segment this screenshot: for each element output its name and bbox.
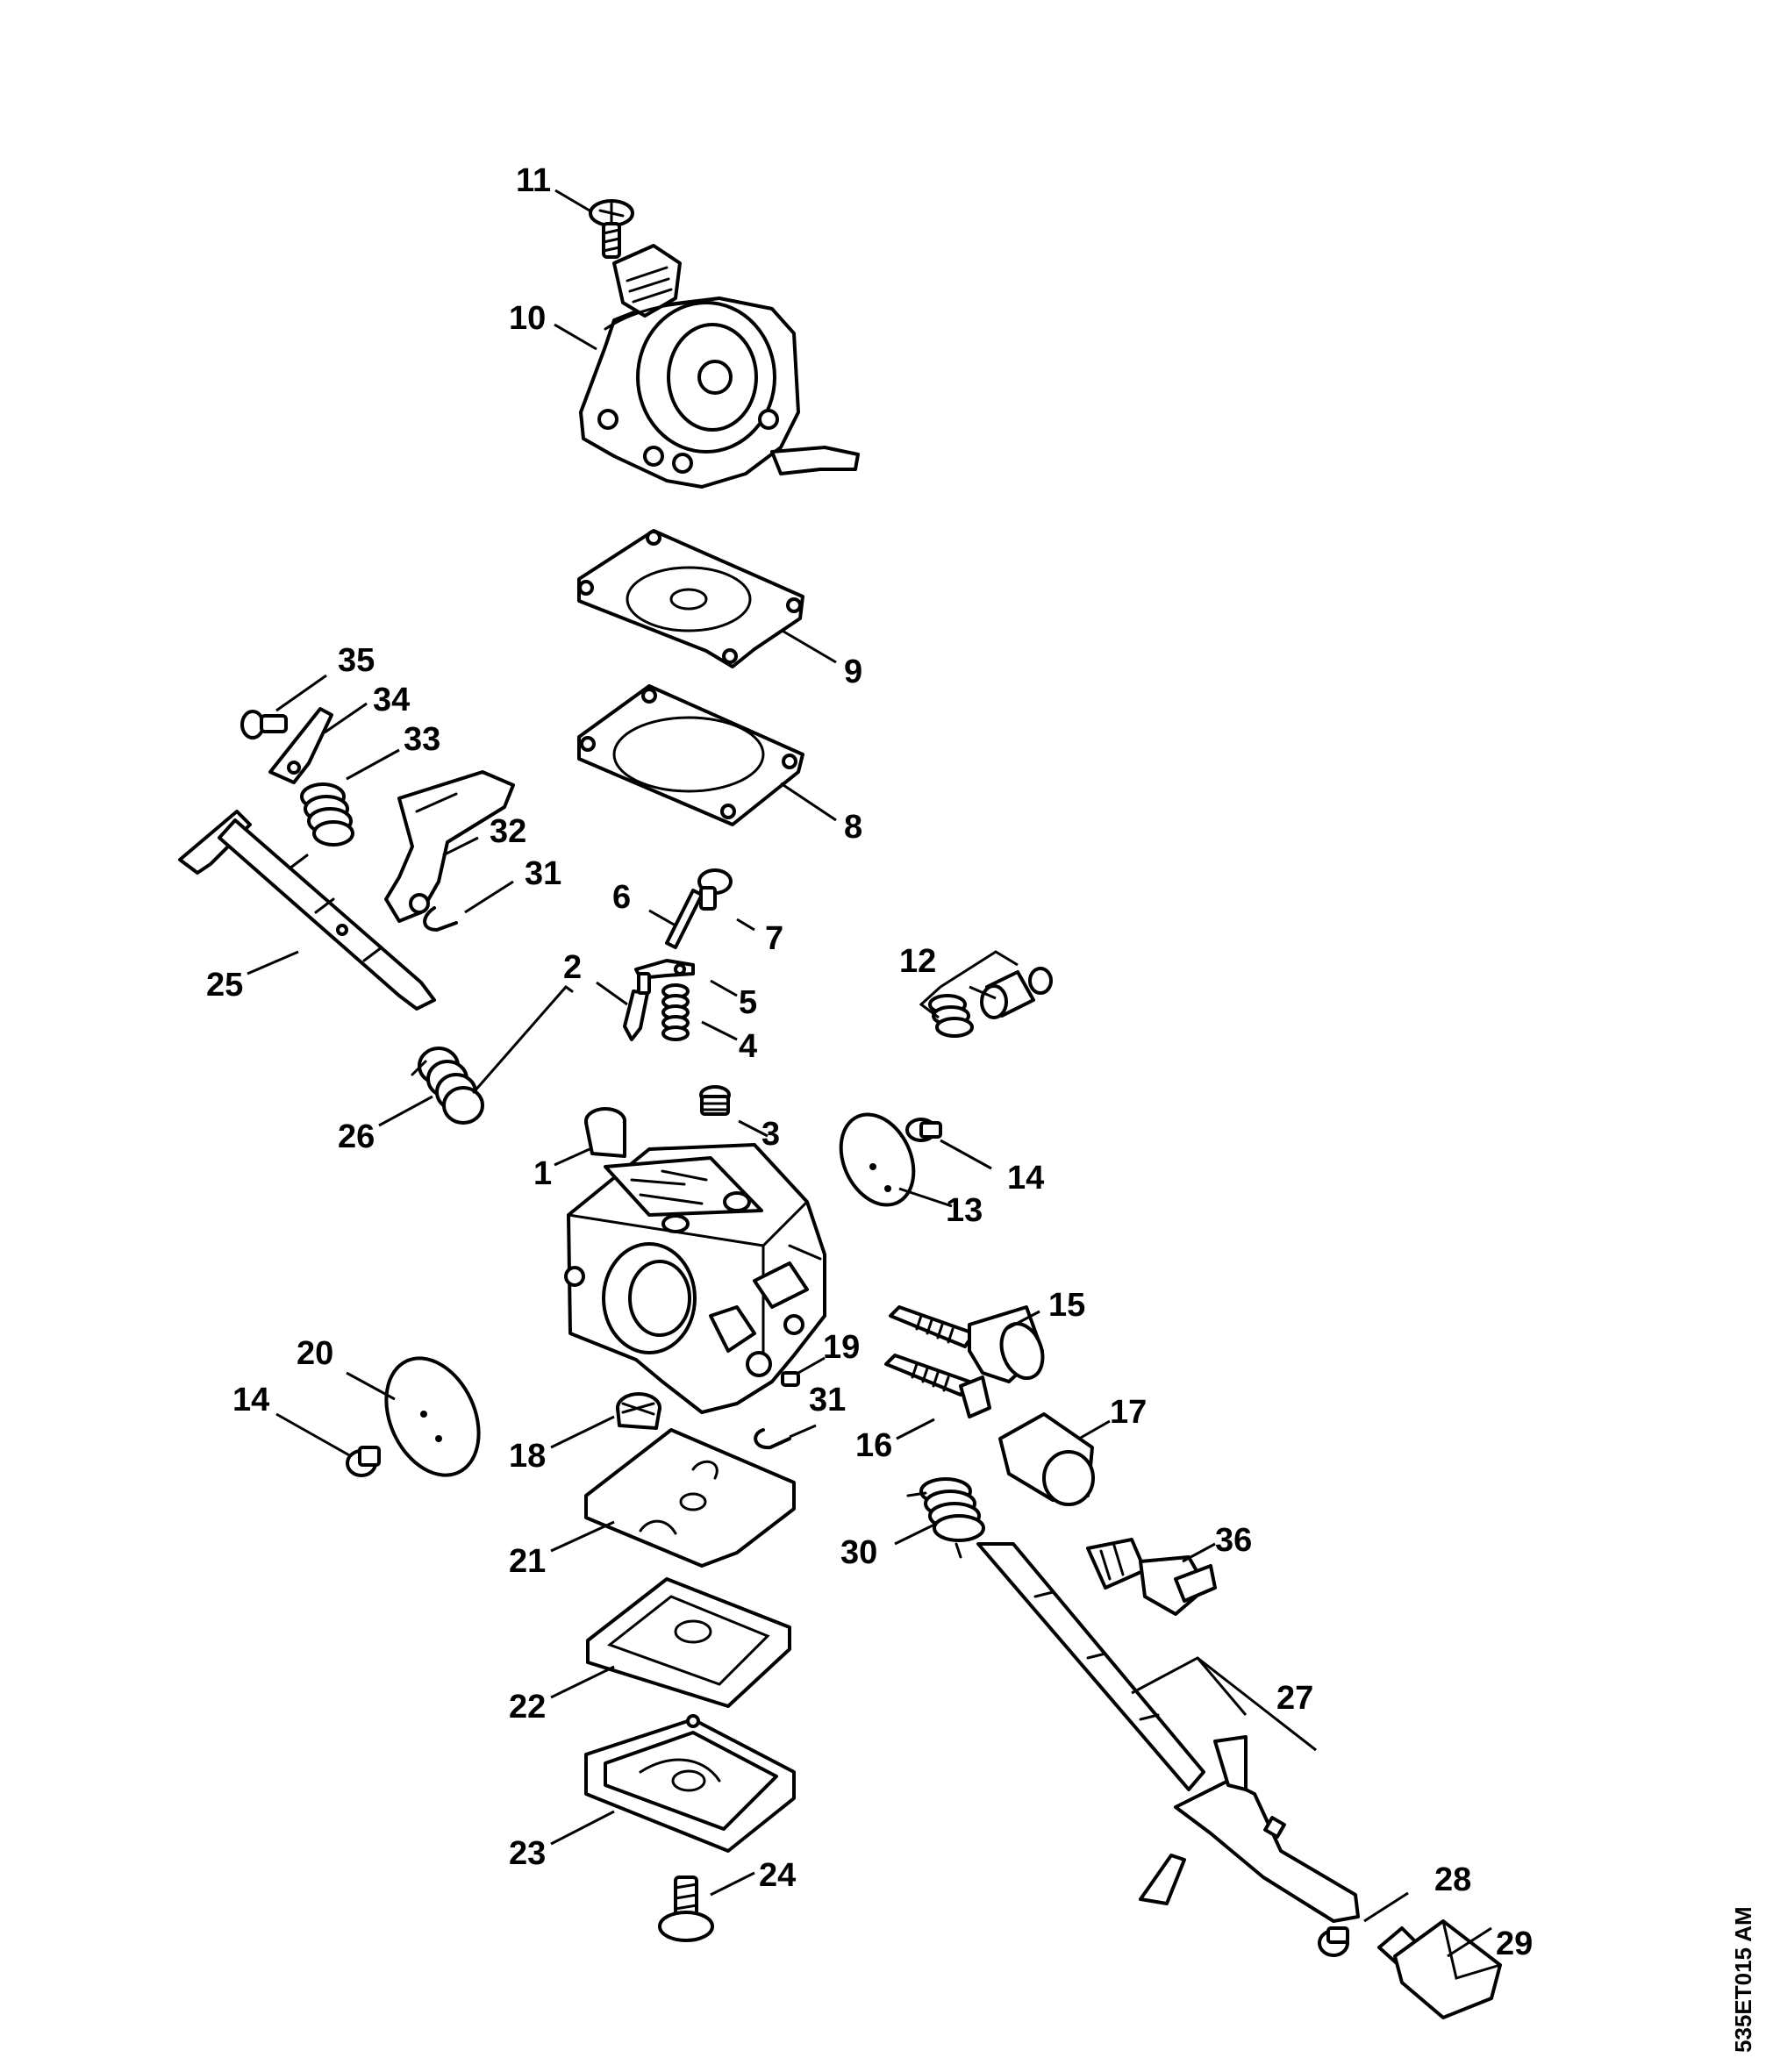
label-10: 10 (509, 300, 546, 337)
part-32-lever-arm (384, 770, 515, 923)
label-25: 25 (206, 967, 243, 1004)
label-32: 32 (490, 813, 526, 850)
part-7-screw (697, 868, 733, 911)
label-14-upper: 14 (1007, 1160, 1044, 1197)
part-1-plug (584, 1107, 626, 1158)
label-21: 21 (509, 1543, 546, 1580)
part-18-strainer (616, 1392, 661, 1430)
diagram-code: 535ET015 AM (1730, 1906, 1756, 2053)
label-36: 36 (1215, 1522, 1252, 1559)
label-31-upper: 31 (525, 855, 561, 892)
label-19: 19 (823, 1329, 860, 1366)
part-11-screw (589, 199, 634, 259)
part-34-lever (268, 707, 333, 784)
label-2: 2 (563, 949, 582, 986)
label-31-lower: 31 (809, 1382, 846, 1418)
label-11: 11 (516, 162, 551, 199)
label-34: 34 (373, 682, 410, 718)
part-14-screw-upper (905, 1118, 942, 1142)
part-36-valve (1086, 1538, 1217, 1616)
label-35: 35 (338, 642, 375, 679)
part-27-throttle-shaft (976, 1542, 1360, 1923)
label-28: 28 (1434, 1861, 1471, 1898)
part-28-screw (1318, 1926, 1349, 1957)
part-8-gasket (577, 684, 804, 826)
label-5: 5 (739, 984, 757, 1021)
label-26: 26 (338, 1118, 375, 1155)
part-33-spring (300, 782, 354, 847)
label-14-lower: 14 (232, 1382, 269, 1418)
part-20-cover-disc (384, 1356, 481, 1477)
part-15-adjusting-screw (889, 1305, 1045, 1383)
part-6-pin (665, 889, 704, 949)
part-25-shaft (178, 810, 436, 1011)
part-10-pump-cover (579, 244, 860, 489)
part-2-inlet-needle (623, 972, 651, 1041)
label-12: 12 (899, 943, 936, 980)
label-15: 15 (1048, 1287, 1085, 1324)
part-14-screw-lower (346, 1446, 381, 1477)
part-carburetor-body (564, 1143, 826, 1414)
label-7: 7 (765, 920, 783, 957)
label-27: 27 (1276, 1680, 1313, 1717)
label-18: 18 (509, 1438, 546, 1475)
label-1: 1 (533, 1155, 552, 1192)
part-31-clip-lower (754, 1428, 791, 1450)
part-31-clip-upper (423, 906, 458, 932)
part-4-spring (661, 983, 690, 1041)
part-19-plug (781, 1371, 800, 1387)
label-8: 8 (844, 809, 862, 846)
label-4: 4 (739, 1028, 757, 1065)
leader-lines (247, 189, 1492, 1958)
label-29: 29 (1496, 1926, 1533, 1962)
label-6: 6 (612, 879, 631, 916)
label-24: 24 (759, 1857, 796, 1894)
part-21-metering-diaphragm (584, 1428, 796, 1568)
label-16: 16 (855, 1427, 892, 1464)
label-3: 3 (761, 1116, 780, 1153)
part-30-spring (906, 1477, 985, 1559)
part-35-screw (240, 710, 288, 739)
label-22: 22 (509, 1689, 546, 1725)
part-24-screw (658, 1876, 714, 1942)
label-17: 17 (1110, 1394, 1147, 1431)
part-22-gasket (586, 1577, 791, 1708)
part-17-limiter-cap (998, 1412, 1095, 1506)
label-9: 9 (844, 654, 862, 690)
part-16-adjusting-screw (884, 1354, 991, 1418)
part-13-cover-disc (839, 1112, 916, 1207)
part-9-pump-diaphragm (577, 529, 804, 668)
part-3-plug (699, 1085, 731, 1116)
label-13: 13 (946, 1192, 983, 1229)
callout-labels: 11 10 9 8 35 34 33 32 31 6 7 5 2 4 12 3 … (206, 162, 1533, 1962)
part-29-choke-knob (1377, 1919, 1502, 2019)
label-30: 30 (840, 1534, 877, 1571)
label-20: 20 (297, 1335, 333, 1372)
label-33: 33 (404, 721, 440, 758)
part-12-accelerator-set (928, 967, 1053, 1038)
part-26-spring (411, 984, 574, 1125)
label-23: 23 (509, 1835, 546, 1872)
part-23-end-cover (584, 1714, 796, 1853)
